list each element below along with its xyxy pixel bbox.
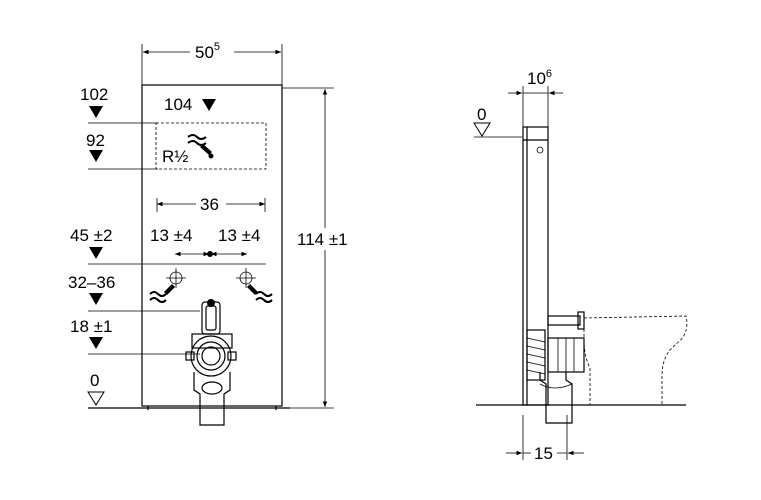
- side-level-0-marker: [473, 122, 491, 137]
- depth-label: 106: [527, 68, 552, 88]
- level-92-marker: [89, 150, 103, 162]
- level-32-36-marker: [89, 293, 103, 305]
- level-45-marker: [89, 247, 103, 259]
- level-18-label: 18 ±1: [70, 317, 112, 336]
- level-18-marker: [89, 337, 103, 349]
- width-label: 505: [195, 41, 220, 62]
- connection-pipes: [539, 311, 585, 424]
- side-view: 106 0: [473, 68, 688, 463]
- offset-15-label: 15: [534, 444, 553, 463]
- level-45-label: 45 ±2: [70, 226, 112, 245]
- toilet-outline: [583, 315, 688, 406]
- module-profile: [522, 126, 549, 406]
- access-zone-dashed: [155, 122, 267, 170]
- drain-assembly: [185, 299, 237, 426]
- front-level-0-label: 0: [90, 371, 99, 390]
- height-label: 114 ±1: [297, 230, 348, 249]
- water-inlet-icon: [187, 134, 214, 159]
- center-point: [207, 251, 213, 257]
- span-36-bg: [196, 193, 226, 215]
- right-valve-icon: [236, 268, 273, 303]
- level-102-label: 102: [80, 85, 108, 104]
- width-label-bg: [190, 40, 234, 62]
- level-92-label: 92: [86, 131, 105, 150]
- front-view: 505 114 ±1 102 104 92 R½ 36: [68, 40, 359, 426]
- height-label-bg: [295, 228, 359, 250]
- side-level-0-label: 0: [477, 105, 486, 124]
- offset-left-label: 13 ±4: [150, 226, 192, 245]
- level-104-label: 104: [164, 95, 192, 114]
- left-valve-icon: [149, 268, 186, 303]
- level-32-36-label: 32–36: [68, 273, 115, 292]
- thread-label: R½: [162, 147, 188, 166]
- offset-right-label: 13 ±4: [218, 226, 260, 245]
- front-level-0-marker: [87, 391, 105, 406]
- offset-label-bg: [531, 443, 557, 463]
- frame-outline: [141, 84, 283, 407]
- level-102-marker: [89, 106, 103, 118]
- level-104-marker: [202, 99, 216, 111]
- span-36-label: 36: [200, 195, 219, 214]
